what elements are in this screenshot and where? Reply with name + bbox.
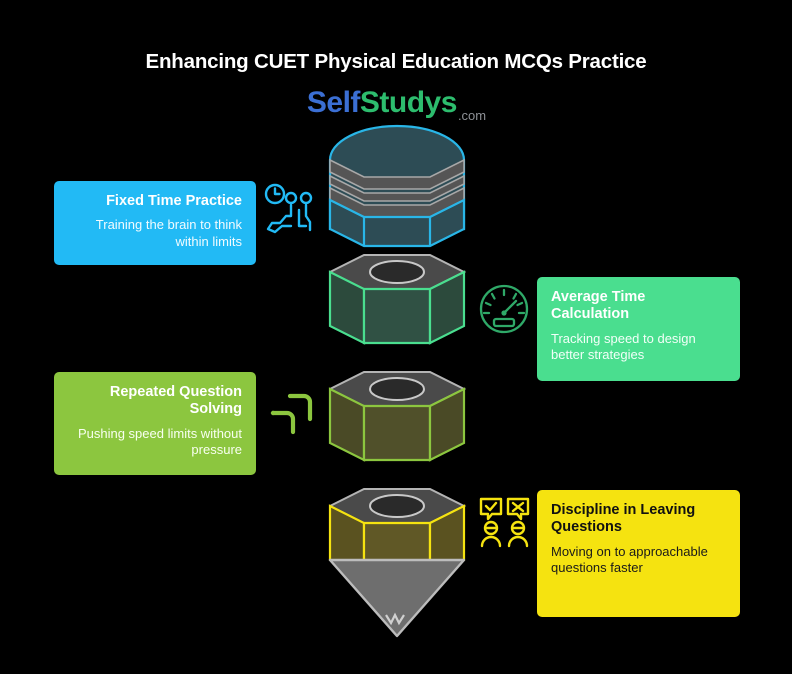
funnel-tip: [328, 558, 466, 638]
logo-text-com: .com: [457, 108, 487, 123]
funnel-segment-second: [328, 254, 467, 345]
card-discipline-in-leaving-questions[interactable]: Discipline in Leaving Questions Moving o…: [537, 490, 740, 617]
card-description: Training the brain to think within limit…: [95, 217, 242, 249]
page-title: Enhancing CUET Physical Education MCQs P…: [145, 50, 647, 73]
speedometer-icon: [477, 282, 531, 336]
card-repeated-question-solving[interactable]: Repeated Question Solving Pushing speed …: [54, 372, 256, 475]
people-check-cross-icon: [477, 496, 533, 548]
card-description: Moving on to approachable questions fast…: [551, 543, 708, 576]
card-description: Pushing speed limits without pressure: [77, 425, 242, 458]
selfstudys-logo: SelfStudys.com: [0, 86, 792, 123]
card-title: Repeated Question Solving: [109, 384, 242, 418]
card-fixed-time-practice[interactable]: Fixed Time Practice Training the brain t…: [54, 181, 256, 265]
funnel-segment-third: [328, 371, 467, 462]
repeat-arrows-icon: [260, 387, 318, 441]
funnel-segment-top: [328, 124, 466, 248]
logo-text-studys: Studys: [359, 86, 458, 119]
card-average-time-calculation[interactable]: Average Time Calculation Tracking speed …: [537, 277, 740, 381]
card-description: Tracking speed to design better strategi…: [551, 330, 696, 363]
logo-text-self: Self: [306, 86, 361, 119]
clock-people-icon: [262, 182, 318, 238]
card-title: Fixed Time Practice: [106, 193, 242, 209]
card-title: Average Time Calculation: [551, 289, 646, 323]
card-title: Discipline in Leaving Questions: [551, 502, 696, 536]
funnel-graphic: [322, 124, 472, 639]
